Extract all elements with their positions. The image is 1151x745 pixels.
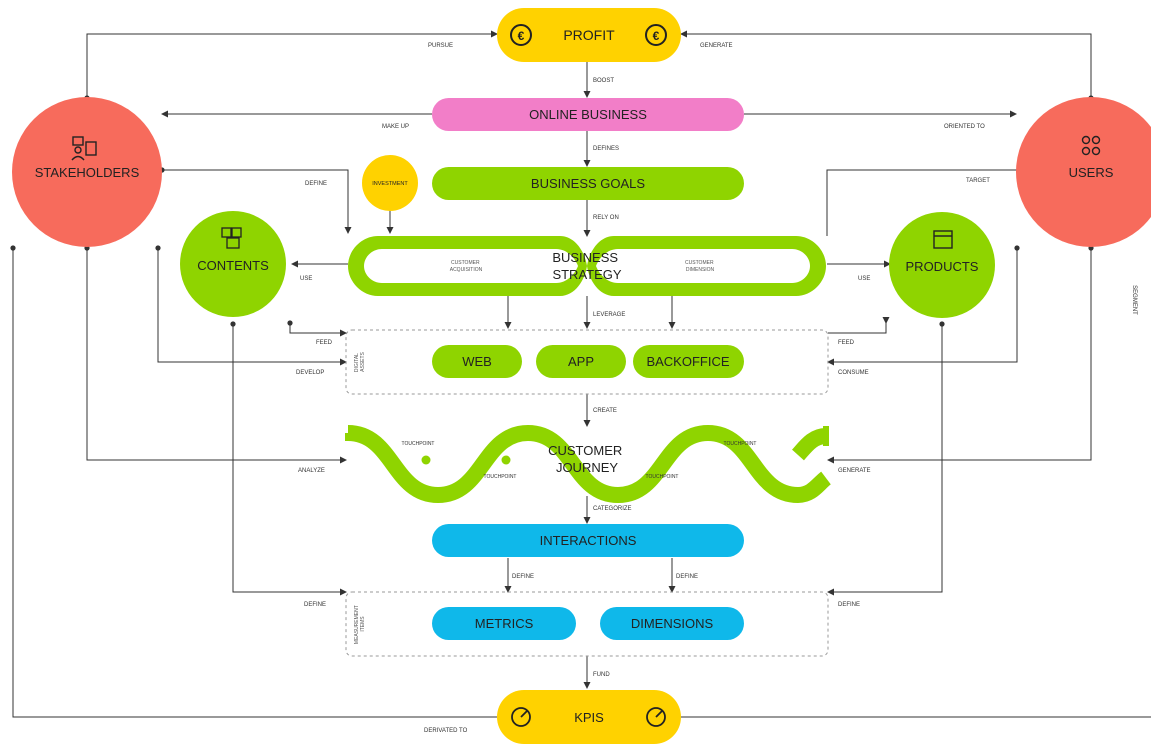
- edge-label-create: CREATE: [593, 408, 617, 414]
- profit-label: PROFIT: [563, 27, 615, 43]
- gauge-icon: [511, 707, 531, 727]
- edge-label-leverage: LEVERAGE: [593, 312, 625, 318]
- edge-label-define-left-bottom: DEFINE: [304, 602, 326, 608]
- app-label: APP: [568, 354, 594, 369]
- edge-label-define-left-top: DEFINE: [305, 181, 327, 187]
- edge-label-feed-right: FEED: [838, 340, 855, 346]
- business-goals-node[interactable]: BUSINESS GOALS: [432, 167, 744, 200]
- touchpoint-dot: [501, 455, 511, 465]
- euro-coin-icon: €: [645, 24, 667, 46]
- contents-node[interactable]: CONTENTS: [180, 211, 286, 317]
- business-strategy-label: BUSINESS STRATEGY: [552, 250, 622, 282]
- edge-label-rely-on: RELY ON: [593, 215, 619, 221]
- edge-label-develop: DEVELOP: [296, 370, 324, 376]
- touchpoint-label: TOUCHPOINT: [724, 441, 757, 447]
- euro-coin-icon: €: [510, 24, 532, 46]
- metrics-node[interactable]: METRICS: [432, 607, 576, 640]
- edge-label-define-dimensions: DEFINE: [676, 574, 698, 580]
- backoffice-node[interactable]: BACKOFFICE: [633, 345, 744, 378]
- profit-node[interactable]: € € PROFIT: [497, 8, 681, 62]
- edge-label-define-metrics: DEFINE: [512, 574, 534, 580]
- edge-label-fund: FUND: [593, 672, 610, 678]
- edge-label-pursue: PURSUE: [428, 43, 453, 49]
- kpis-label: KPIS: [574, 710, 604, 725]
- measurement-items-label: MEASUREMENT ITEMS: [354, 604, 366, 644]
- edge-label-consume: CONSUME: [838, 370, 869, 376]
- metrics-label: METRICS: [475, 616, 534, 631]
- touchpoint-label: TOUCHPOINT: [484, 474, 517, 480]
- users-node[interactable]: USERS: [1016, 97, 1151, 247]
- people-chart-icon: [71, 136, 97, 161]
- products-node[interactable]: PRODUCTS: [889, 212, 995, 318]
- svg-text:€: €: [653, 29, 660, 43]
- edge-label-target: TARGET: [966, 178, 990, 184]
- web-node[interactable]: WEB: [432, 345, 522, 378]
- interactions-node[interactable]: INTERACTIONS: [432, 524, 744, 557]
- edge-label-feed-left: FEED: [316, 340, 333, 346]
- edge-label-generate-right: GENERATE: [838, 468, 871, 474]
- measurement-items-container: [345, 591, 829, 657]
- web-label: WEB: [462, 354, 492, 369]
- customer-acquisition-label: CUSTOMER ACQUISITION: [450, 260, 483, 273]
- touchpoint-label: TOUCHPOINT: [646, 474, 679, 480]
- investment-label: INVESTMENT: [372, 181, 408, 187]
- products-label: PRODUCTS: [906, 259, 979, 274]
- kpis-node[interactable]: KPIS: [497, 690, 681, 744]
- edge-label-categorize: CATEGORIZE: [593, 506, 632, 512]
- online-business-node[interactable]: ONLINE BUSINESS: [432, 98, 744, 131]
- investment-node[interactable]: INVESTMENT: [362, 155, 418, 211]
- touchpoint-label: TOUCHPOINT: [402, 441, 435, 447]
- edge-label-boost: BOOST: [593, 78, 614, 84]
- touchpoint-dot: [421, 455, 431, 465]
- edge-label-use-right: USE: [858, 276, 870, 282]
- stakeholders-node[interactable]: STAKEHOLDERS: [12, 97, 162, 247]
- backoffice-label: BACKOFFICE: [646, 354, 729, 369]
- business-goals-label: BUSINESS GOALS: [531, 176, 645, 191]
- customer-dimension-label: CUSTOMER DIMENSION: [685, 260, 715, 273]
- stakeholders-label: STAKEHOLDERS: [35, 165, 140, 180]
- edge-label-generate-top: GENERATE: [700, 43, 733, 49]
- content-stack-icon: [221, 227, 242, 249]
- edge-label-analyze: ANALYZE: [298, 468, 325, 474]
- dimensions-label: DIMENSIONS: [631, 616, 714, 631]
- svg-text:€: €: [518, 29, 525, 43]
- interactions-label: INTERACTIONS: [540, 533, 637, 548]
- product-box-icon: [933, 230, 953, 249]
- online-business-label: ONLINE BUSINESS: [529, 107, 647, 122]
- business-strategy-node[interactable]: CUSTOMER ACQUISITION CUSTOMER DIMENSION …: [348, 236, 826, 296]
- dimensions-node[interactable]: DIMENSIONS: [600, 607, 744, 640]
- edge-label-derived-to: DERIVATED TO: [424, 728, 468, 734]
- edge-label-segment: SEGMENT: [1131, 285, 1137, 315]
- edge-label-use-left: USE: [300, 276, 312, 282]
- edge-label-define-right-bottom: DEFINE: [838, 602, 860, 608]
- touchpoint-dot: [661, 455, 671, 465]
- edge-label-defines: DEFINES: [593, 146, 619, 152]
- connectors: [10, 30, 1151, 718]
- edge-label-make-up: MAKE UP: [382, 124, 409, 130]
- customer-journey-node[interactable]: TOUCHPOINT TOUCHPOINT TOUCHPOINT TOUCHPO…: [345, 424, 832, 504]
- customer-journey-label: CUSTOMER JOURNEY: [548, 443, 626, 475]
- digital-assets-container: [345, 329, 829, 395]
- contents-label: CONTENTS: [197, 258, 269, 273]
- digital-assets-label: DIGITAL ASSETS: [354, 351, 366, 372]
- touchpoint-dot: [741, 455, 751, 465]
- edge-label-oriented-to: ORIENTED TO: [944, 124, 985, 130]
- app-node[interactable]: APP: [536, 345, 626, 378]
- users-group-icon: [1081, 135, 1101, 156]
- users-label: USERS: [1069, 165, 1114, 180]
- gauge-icon: [646, 707, 666, 727]
